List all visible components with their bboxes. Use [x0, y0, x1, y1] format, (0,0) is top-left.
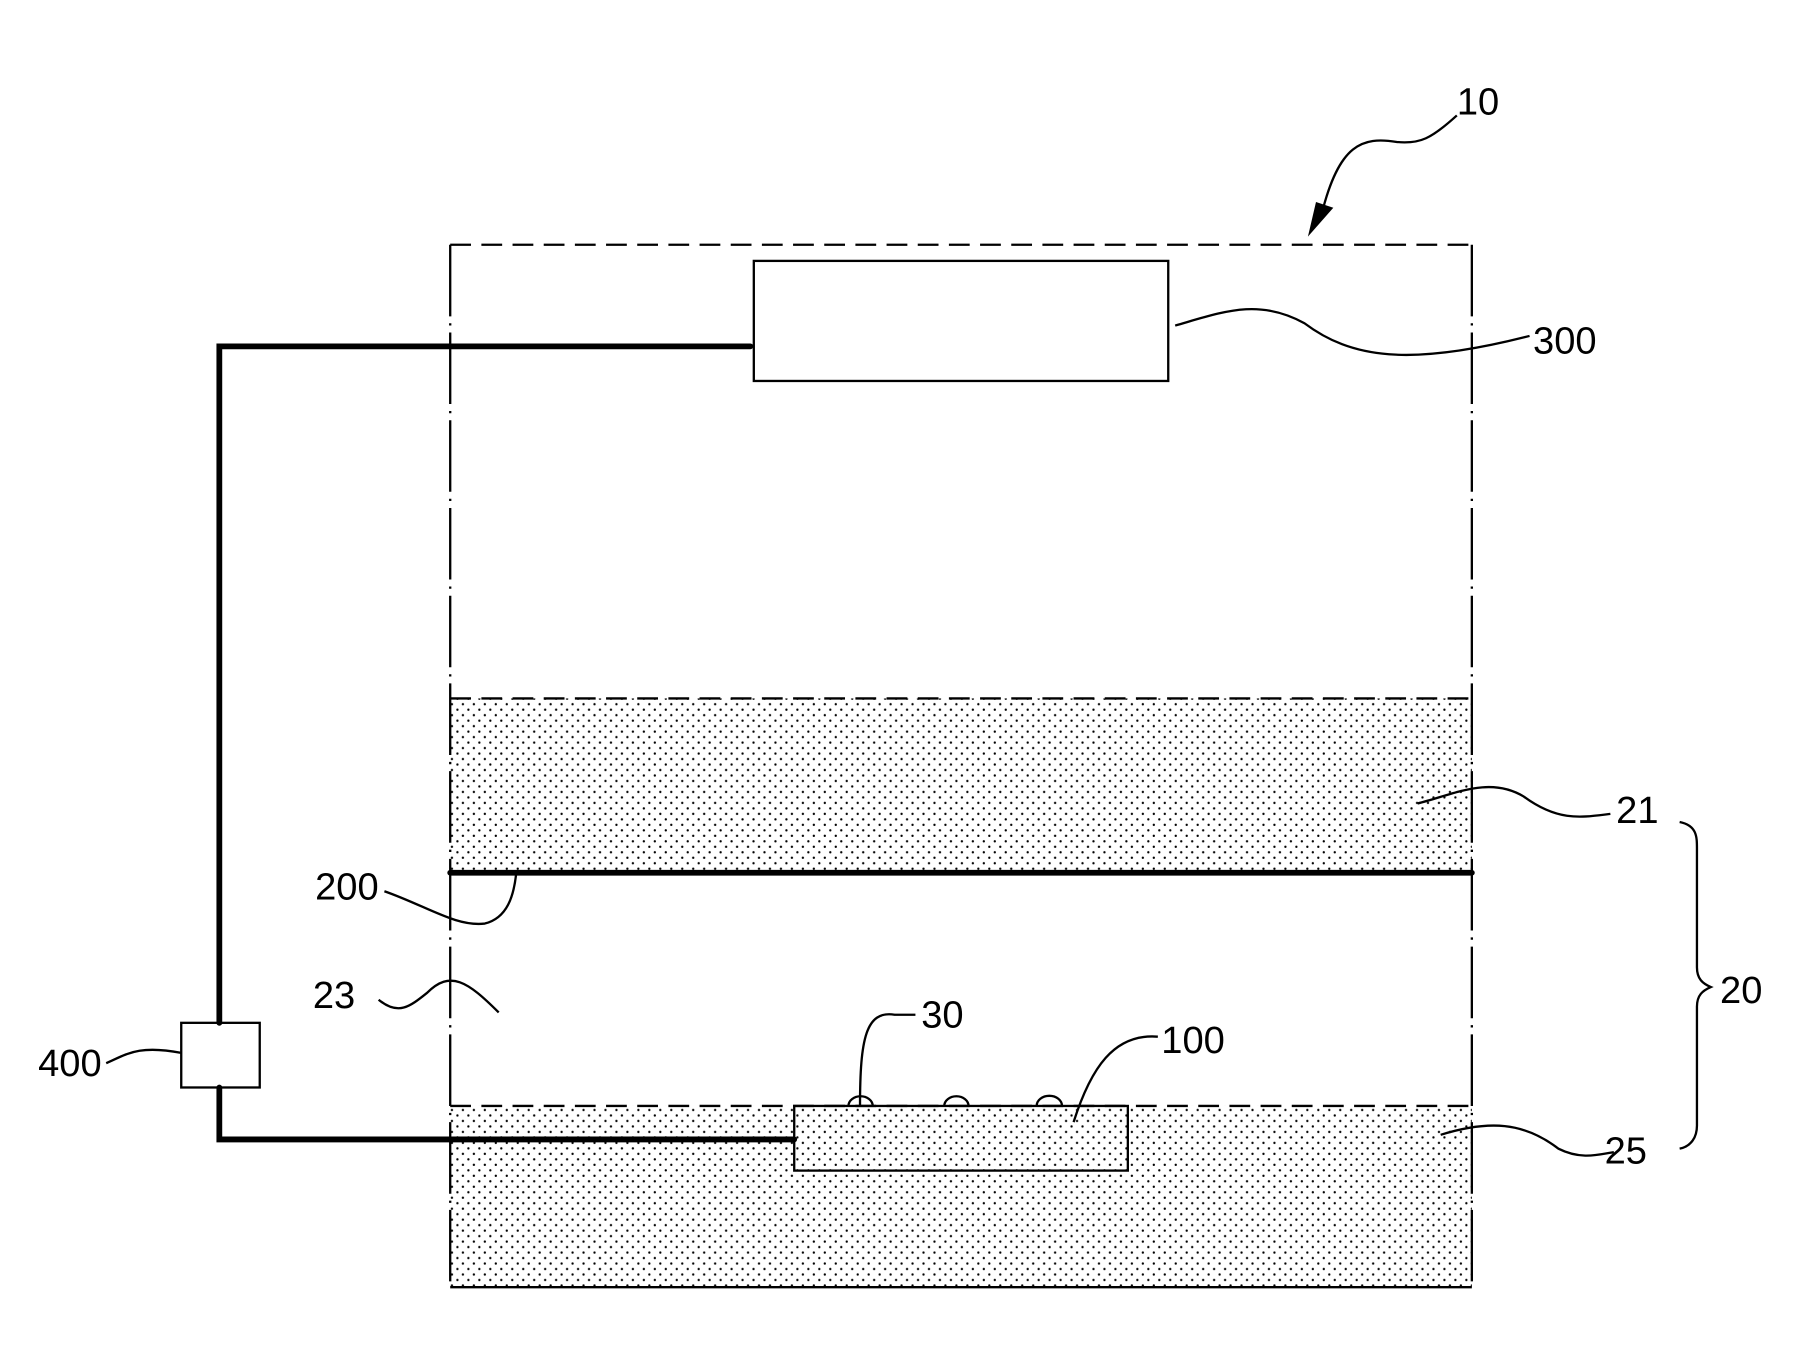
leader-10	[1320, 114, 1458, 214]
leader-30	[858, 1013, 916, 1106]
leader-23	[377, 979, 500, 1014]
leader-25	[1440, 1124, 1615, 1157]
lower-layer-25	[450, 1105, 1472, 1288]
label-400: 400	[38, 1043, 102, 1085]
upper-layer-21	[450, 698, 1472, 872]
leader-200	[384, 874, 518, 926]
bump-3	[1035, 1094, 1064, 1107]
brace-20	[1679, 820, 1714, 1150]
bump-2	[943, 1095, 970, 1107]
label-300: 300	[1533, 320, 1597, 362]
label-30: 30	[921, 994, 963, 1036]
label-100: 100	[1161, 1020, 1225, 1062]
wire-bottom	[216, 1084, 798, 1143]
wire-top	[216, 343, 754, 1026]
arrowhead-10	[1307, 202, 1334, 237]
top-unit-300	[752, 259, 1170, 383]
leader-100	[1072, 1035, 1158, 1123]
label-200: 200	[315, 866, 379, 908]
leader-300	[1174, 307, 1530, 357]
label-10: 10	[1457, 81, 1499, 123]
label-25: 25	[1605, 1131, 1647, 1173]
leader-21	[1417, 785, 1611, 818]
label-23: 23	[313, 975, 355, 1017]
label-20: 20	[1720, 970, 1762, 1012]
controller-400	[180, 1021, 261, 1089]
leader-400	[105, 1048, 182, 1065]
label-21: 21	[1616, 790, 1658, 832]
